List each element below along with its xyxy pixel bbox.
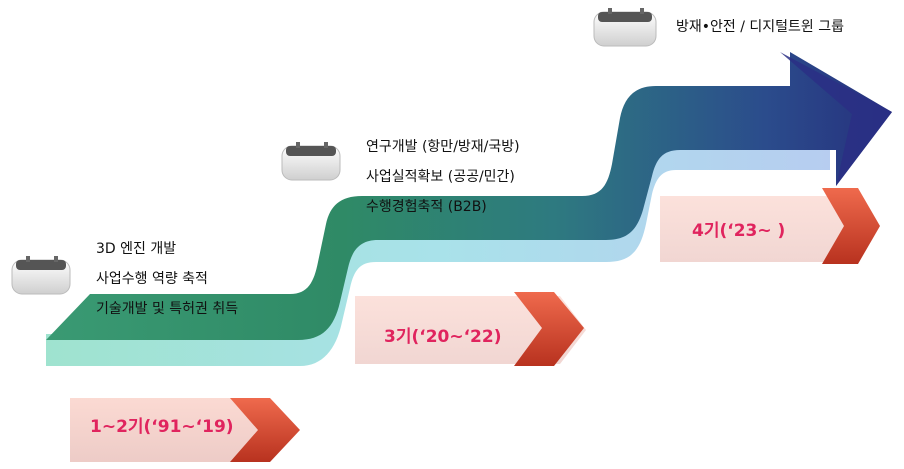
- stage-2-label: 3기(‘20~‘22): [384, 327, 502, 347]
- stage-2-item: 연구개발 (항만/방재/국방): [366, 139, 520, 155]
- stage-1-item: 기술개발 및 특허권 취득: [96, 301, 239, 317]
- device-icon: [281, 142, 341, 181]
- stage-tab-2: [355, 292, 586, 366]
- stage-tab-1: [70, 398, 300, 462]
- stage-3-label: 4기(‘23~ ): [692, 221, 786, 241]
- device-icon: [593, 8, 657, 47]
- arrow-head: [780, 52, 892, 186]
- stage-1-item: 사업수행 역량 축적: [96, 271, 208, 287]
- stage-1-label: 1~2기(‘91~‘19): [90, 417, 234, 437]
- ribbon-body: [46, 52, 892, 340]
- device-icon: [11, 256, 71, 295]
- stage-3-item: 방재•안전 / 디지털트윈 그룹: [676, 19, 845, 35]
- stage-tab-3: [660, 188, 880, 264]
- stage-1-item: 3D 엔진 개발: [96, 241, 177, 257]
- stage-2-item: 수행경험축적 (B2B): [366, 199, 487, 215]
- stage-2-item: 사업실적확보 (공공/민간): [366, 169, 515, 185]
